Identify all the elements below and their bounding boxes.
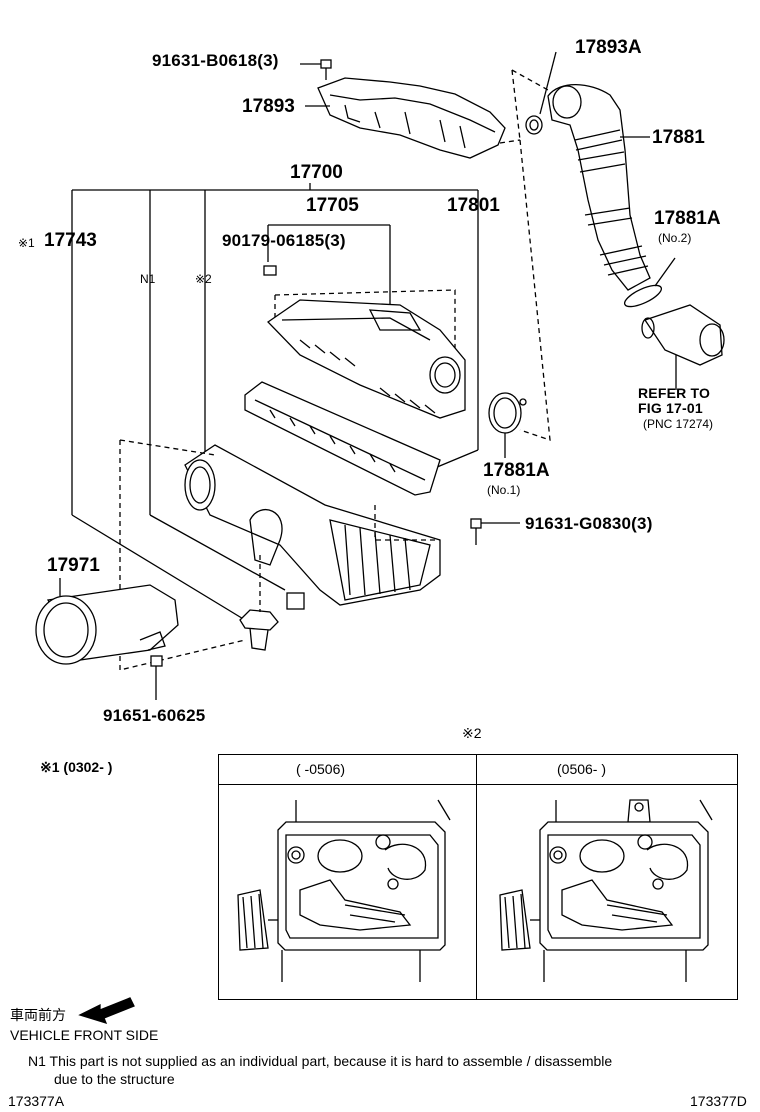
figure-code-left: 173377A: [8, 1093, 65, 1109]
label-refer-line3: (PNC 17274): [643, 417, 714, 431]
bolt-91631-b0618: [300, 59, 332, 80]
figure-code-right: 173377D: [690, 1093, 747, 1109]
ring-17893a: [525, 115, 543, 135]
label-mark1: ※1: [18, 236, 35, 250]
hose-17881: [547, 84, 651, 291]
label-mark1-range: ※1 (0302- ): [40, 759, 113, 775]
n1-note-line2: due to the structure: [54, 1071, 175, 1087]
variant-table-header-divider: [218, 784, 738, 785]
valve-17743: [239, 555, 279, 651]
label-90179: 90179-06185(3): [222, 231, 346, 250]
vehicle-front-jp: 車両前方: [10, 1007, 66, 1023]
bolt-91651: [150, 655, 163, 700]
label-mark2: ※2: [195, 272, 212, 286]
label-17801: 17801: [447, 195, 500, 216]
label-mark2-variant: ※2: [462, 725, 482, 741]
label-91631-g0830: 91631-G0830(3): [525, 514, 653, 533]
clip-90179: [263, 265, 277, 276]
variant-table: [218, 754, 738, 1000]
label-17881a-top: 17881A: [654, 208, 721, 229]
label-17893: 17893: [242, 96, 295, 117]
label-refer-line1: REFER TO: [638, 385, 711, 401]
vehicle-front-en: VEHICLE FRONT SIDE: [10, 1027, 159, 1043]
clamp-17881a-no1: [488, 392, 527, 458]
label-91651-60625: 91651-60625: [103, 706, 206, 725]
vehicle-front-arrow-icon: [78, 997, 135, 1025]
filter-element-17801: [244, 381, 441, 496]
upper-case-17705: [266, 299, 466, 419]
label-17881a-bot: 17881A: [483, 460, 550, 481]
n1-note-line1: N1 This part is not supplied as an indiv…: [28, 1053, 613, 1069]
clamp-17881a-no2: [623, 257, 676, 308]
label-17881a-bot-sub: (No.1): [487, 483, 521, 497]
variant-table-column-divider: [476, 754, 477, 1000]
lower-case: [184, 444, 441, 610]
label-17743: 17743: [44, 230, 97, 251]
label-17971: 17971: [47, 555, 100, 576]
label-17881: 17881: [652, 127, 705, 148]
label-17700: 17700: [290, 162, 343, 183]
label-17881a-top-sub: (No.2): [658, 231, 692, 245]
variant-left-case: [237, 799, 451, 982]
bolt-91631-g0830: [470, 518, 520, 545]
variant-col-right-header: (0506- ): [557, 761, 607, 777]
label-n1: N1: [140, 272, 156, 286]
variant-right-case: [499, 799, 713, 982]
inlet-17971: [35, 578, 179, 665]
assembly-bracket-17700: [71, 183, 479, 621]
label-17893a: 17893A: [575, 37, 642, 58]
bracket-17705: [267, 224, 391, 310]
outlet-pipe: [641, 304, 725, 390]
variant-col-left-header: ( -0506): [296, 761, 346, 777]
duct-cover-17893: [305, 77, 506, 159]
label-refer-line2: FIG 17-01: [638, 400, 703, 416]
label-17705: 17705: [306, 195, 359, 216]
label-91631-b0618: 91631-B0618(3): [152, 51, 279, 70]
